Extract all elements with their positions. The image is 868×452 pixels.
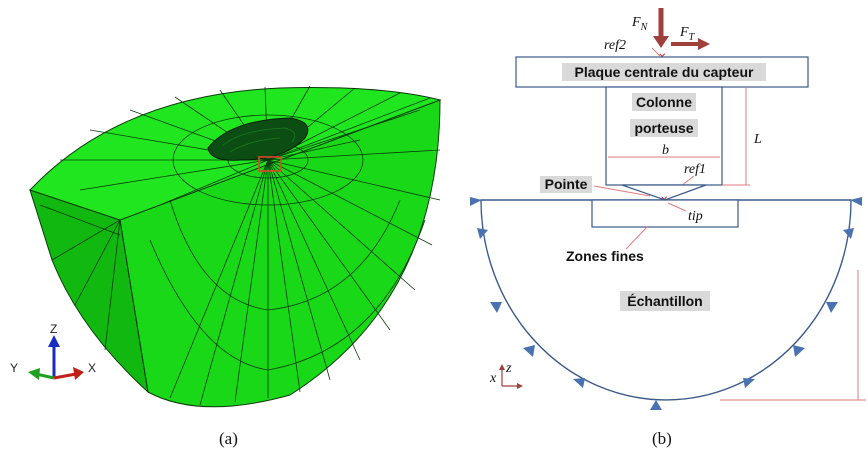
panel-b: FN FT ref2 ✕ Plaque centrale du capteur …	[470, 8, 866, 448]
width-label: b	[662, 143, 669, 158]
caption-a: (a)	[219, 429, 238, 448]
tip-region-label: Pointe	[545, 176, 588, 192]
axis-triad-b: z x	[489, 361, 523, 389]
sample-label: Échantillon	[627, 293, 702, 309]
force-normal-arrow	[653, 8, 669, 48]
axis-y-label-a: Y	[10, 361, 18, 375]
boundary-supports	[470, 197, 862, 410]
tip-shape	[621, 184, 707, 201]
fe-mesh-model	[29, 85, 442, 408]
axis-triad-a: Z Y X	[10, 322, 96, 380]
axis-z-label-b: z	[505, 361, 512, 376]
force-normal-label: FN	[631, 15, 649, 33]
column-label-2: porteuse	[634, 120, 693, 136]
plate-label: Plaque centrale du capteur	[575, 64, 754, 80]
tip-point-label: tip	[688, 209, 703, 224]
length-label: L	[753, 132, 762, 147]
fine-zone-label: Zones fines	[566, 248, 644, 264]
axis-x-label-b: x	[489, 371, 497, 386]
axis-x-label-a: X	[88, 361, 96, 375]
ref2-label: ref2	[604, 38, 626, 53]
fine-zone-box	[591, 199, 739, 228]
ref1-label: ref1	[684, 162, 706, 177]
caption-b: (b)	[652, 429, 672, 448]
axis-z-label-a: Z	[50, 322, 57, 336]
column-label-1: Colonne	[636, 94, 692, 110]
force-tangent-label: FT	[679, 25, 696, 43]
zoom-marker	[258, 156, 282, 172]
panel-a: Z Y X (a)	[10, 85, 442, 448]
force-tangent-arrow	[671, 38, 710, 50]
